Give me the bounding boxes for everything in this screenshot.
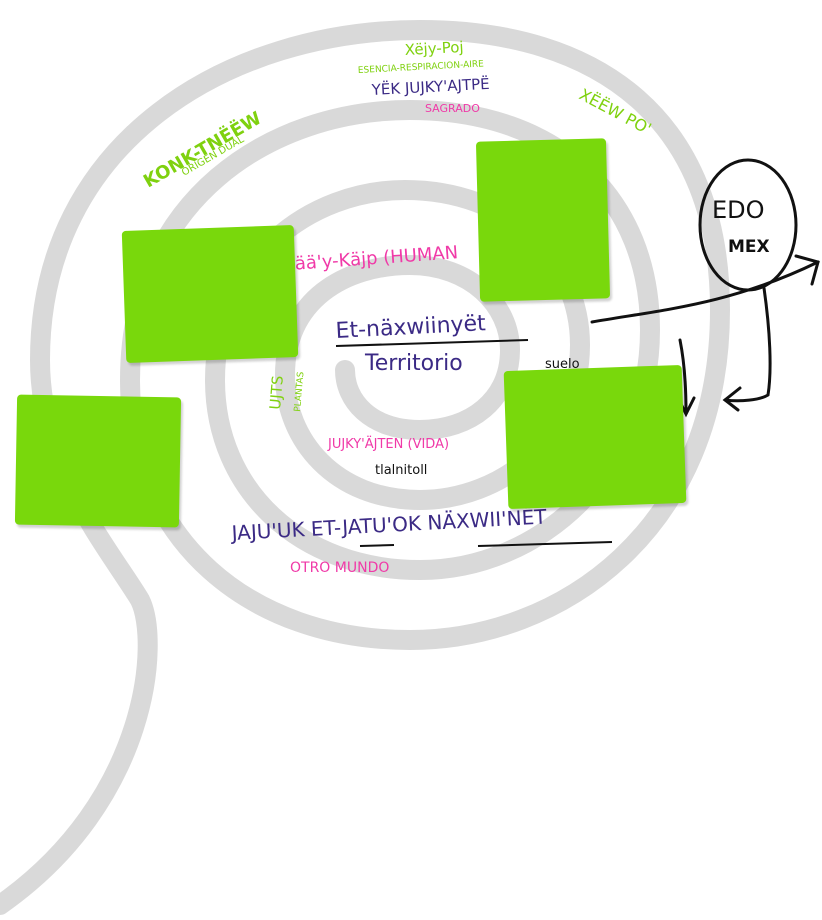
label-top-purple: YËK JUJKY'AJTPË [370,74,490,99]
label-plants-mixe: UJTS [266,375,287,411]
label-otro-mundo: OTRO MUNDO [290,560,389,576]
label-plants-spanish: PLANTAS [293,371,306,412]
arrow-down-right [723,286,772,403]
label-nahuatl: tlalnitoll [375,463,427,478]
label-center-spanish: Territorio [364,351,463,376]
sticky-note-left[interactable] [121,225,299,363]
arrow-down-right-head [722,386,742,412]
label-top-spanish: ESENCIA-RESPIRACION-AIRE [358,59,485,76]
sticky-note-far-left[interactable] [14,394,182,528]
arrow-to-center [590,260,820,324]
label-vida: JUJKY'ÄJTEN (VIDA) [327,436,449,452]
label-top-mixe: Xëjy-Poj [404,38,464,59]
label-edo: EDO [712,196,765,224]
underline-center [335,339,529,347]
spiral-path [0,19,731,915]
arrow-to-center-head [794,254,820,286]
arrow-down-left [678,338,688,414]
label-top-magenta: SAGRADO [425,102,480,115]
underline-naxwiinet [477,541,613,547]
sticky-note-bottom-right[interactable] [503,364,687,510]
label-center-mixe: Et-näxwiinyët [335,311,487,344]
sticky-note-top-right[interactable] [475,138,611,302]
label-mex: MEX [728,237,770,257]
underline-et [359,544,395,547]
